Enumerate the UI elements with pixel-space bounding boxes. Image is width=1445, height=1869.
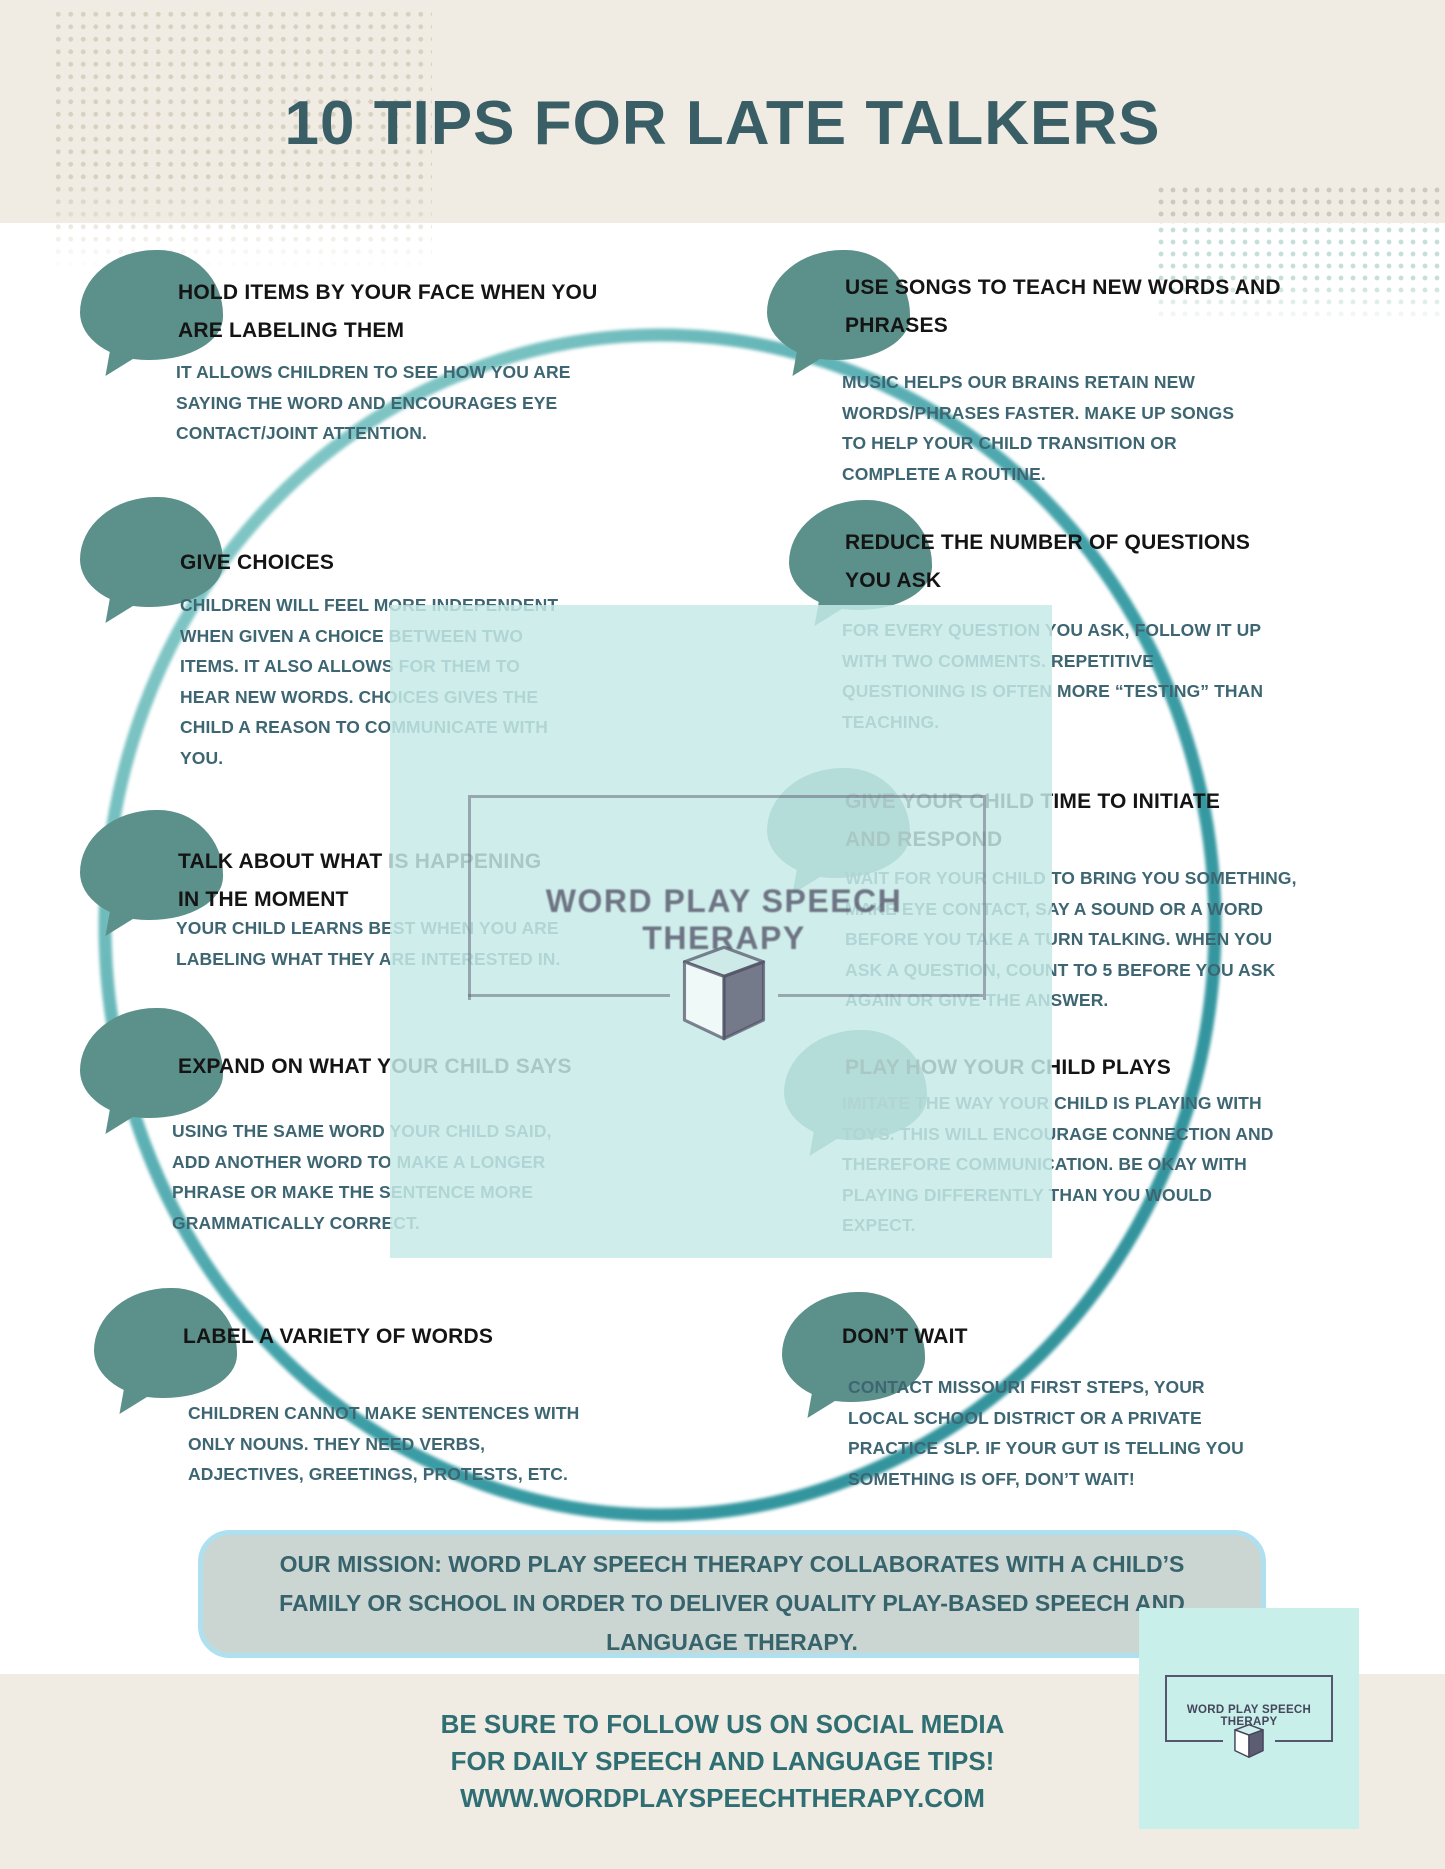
speech-bubble-icon: [94, 1288, 237, 1398]
cube-logo-icon: [1234, 1724, 1264, 1758]
social-follow-text: BE SURE TO FOLLOW US ON SOCIAL MEDIA FOR…: [440, 1709, 1005, 1813]
logo-frame-line: [1275, 1740, 1333, 1742]
speech-bubble-icon: [782, 1292, 925, 1402]
watermark-frame-line: [778, 994, 983, 997]
logo-card: WORD PLAY SPEECH THERAPY: [1139, 1608, 1359, 1829]
logo-label: WORD PLAY SPEECH THERAPY: [1186, 1704, 1312, 1728]
speech-bubble-icon: [80, 810, 223, 920]
logo-frame: [1165, 1675, 1333, 1742]
tip-heading: USE SONGS TO TEACH NEW WORDS AND PHRASES: [845, 276, 1281, 337]
speech-bubble-icon: [80, 1008, 223, 1118]
page-title: 10 TIPS FOR LATE TALKERS: [284, 89, 1161, 158]
cube-logo-icon: [682, 945, 766, 1041]
tip-body: CHILDREN CANNOT MAKE SENTENCES WITH ONLY…: [188, 1403, 580, 1484]
tip-body: CONTACT MISSOURI FIRST STEPS, YOUR LOCAL…: [848, 1377, 1244, 1489]
logo-frame-line: [1165, 1740, 1223, 1742]
tip-heading: LABEL A VARIETY OF WORDS: [183, 1325, 494, 1348]
tip-heading: REDUCE THE NUMBER OF QUESTIONS YOU ASK: [845, 531, 1251, 592]
dot-pattern-top-left: [52, 8, 432, 270]
watermark-frame: [468, 795, 986, 1000]
watermark-overlay: WORD PLAY SPEECH THERAPY: [390, 605, 1052, 1258]
tip-heading: GIVE CHOICES: [180, 551, 335, 574]
mission-box: OUR MISSION: WORD PLAY SPEECH THERAPY CO…: [198, 1530, 1266, 1658]
watermark-label: WORD PLAY SPEECH THERAPY: [545, 883, 903, 956]
tip-heading: DON’T WAIT: [842, 1325, 968, 1348]
speech-bubble-icon: [80, 250, 223, 360]
speech-bubble-icon: [789, 500, 932, 610]
mission-text: OUR MISSION: WORD PLAY SPEECH THERAPY CO…: [279, 1551, 1185, 1655]
watermark-frame-line: [468, 994, 670, 997]
speech-bubble-icon: [767, 250, 910, 360]
tip-body: IT ALLOWS CHILDREN TO SEE HOW YOU ARE SA…: [176, 362, 571, 443]
dot-pattern-top-right: [1155, 184, 1445, 224]
tip-heading: HOLD ITEMS BY YOUR FACE WHEN YOU ARE LAB…: [178, 281, 598, 342]
speech-bubble-icon: [80, 497, 223, 607]
dot-pattern-top-right-lower: [1155, 224, 1445, 326]
tip-body: MUSIC HELPS OUR BRAINS RETAIN NEW WORDS/…: [842, 372, 1235, 484]
